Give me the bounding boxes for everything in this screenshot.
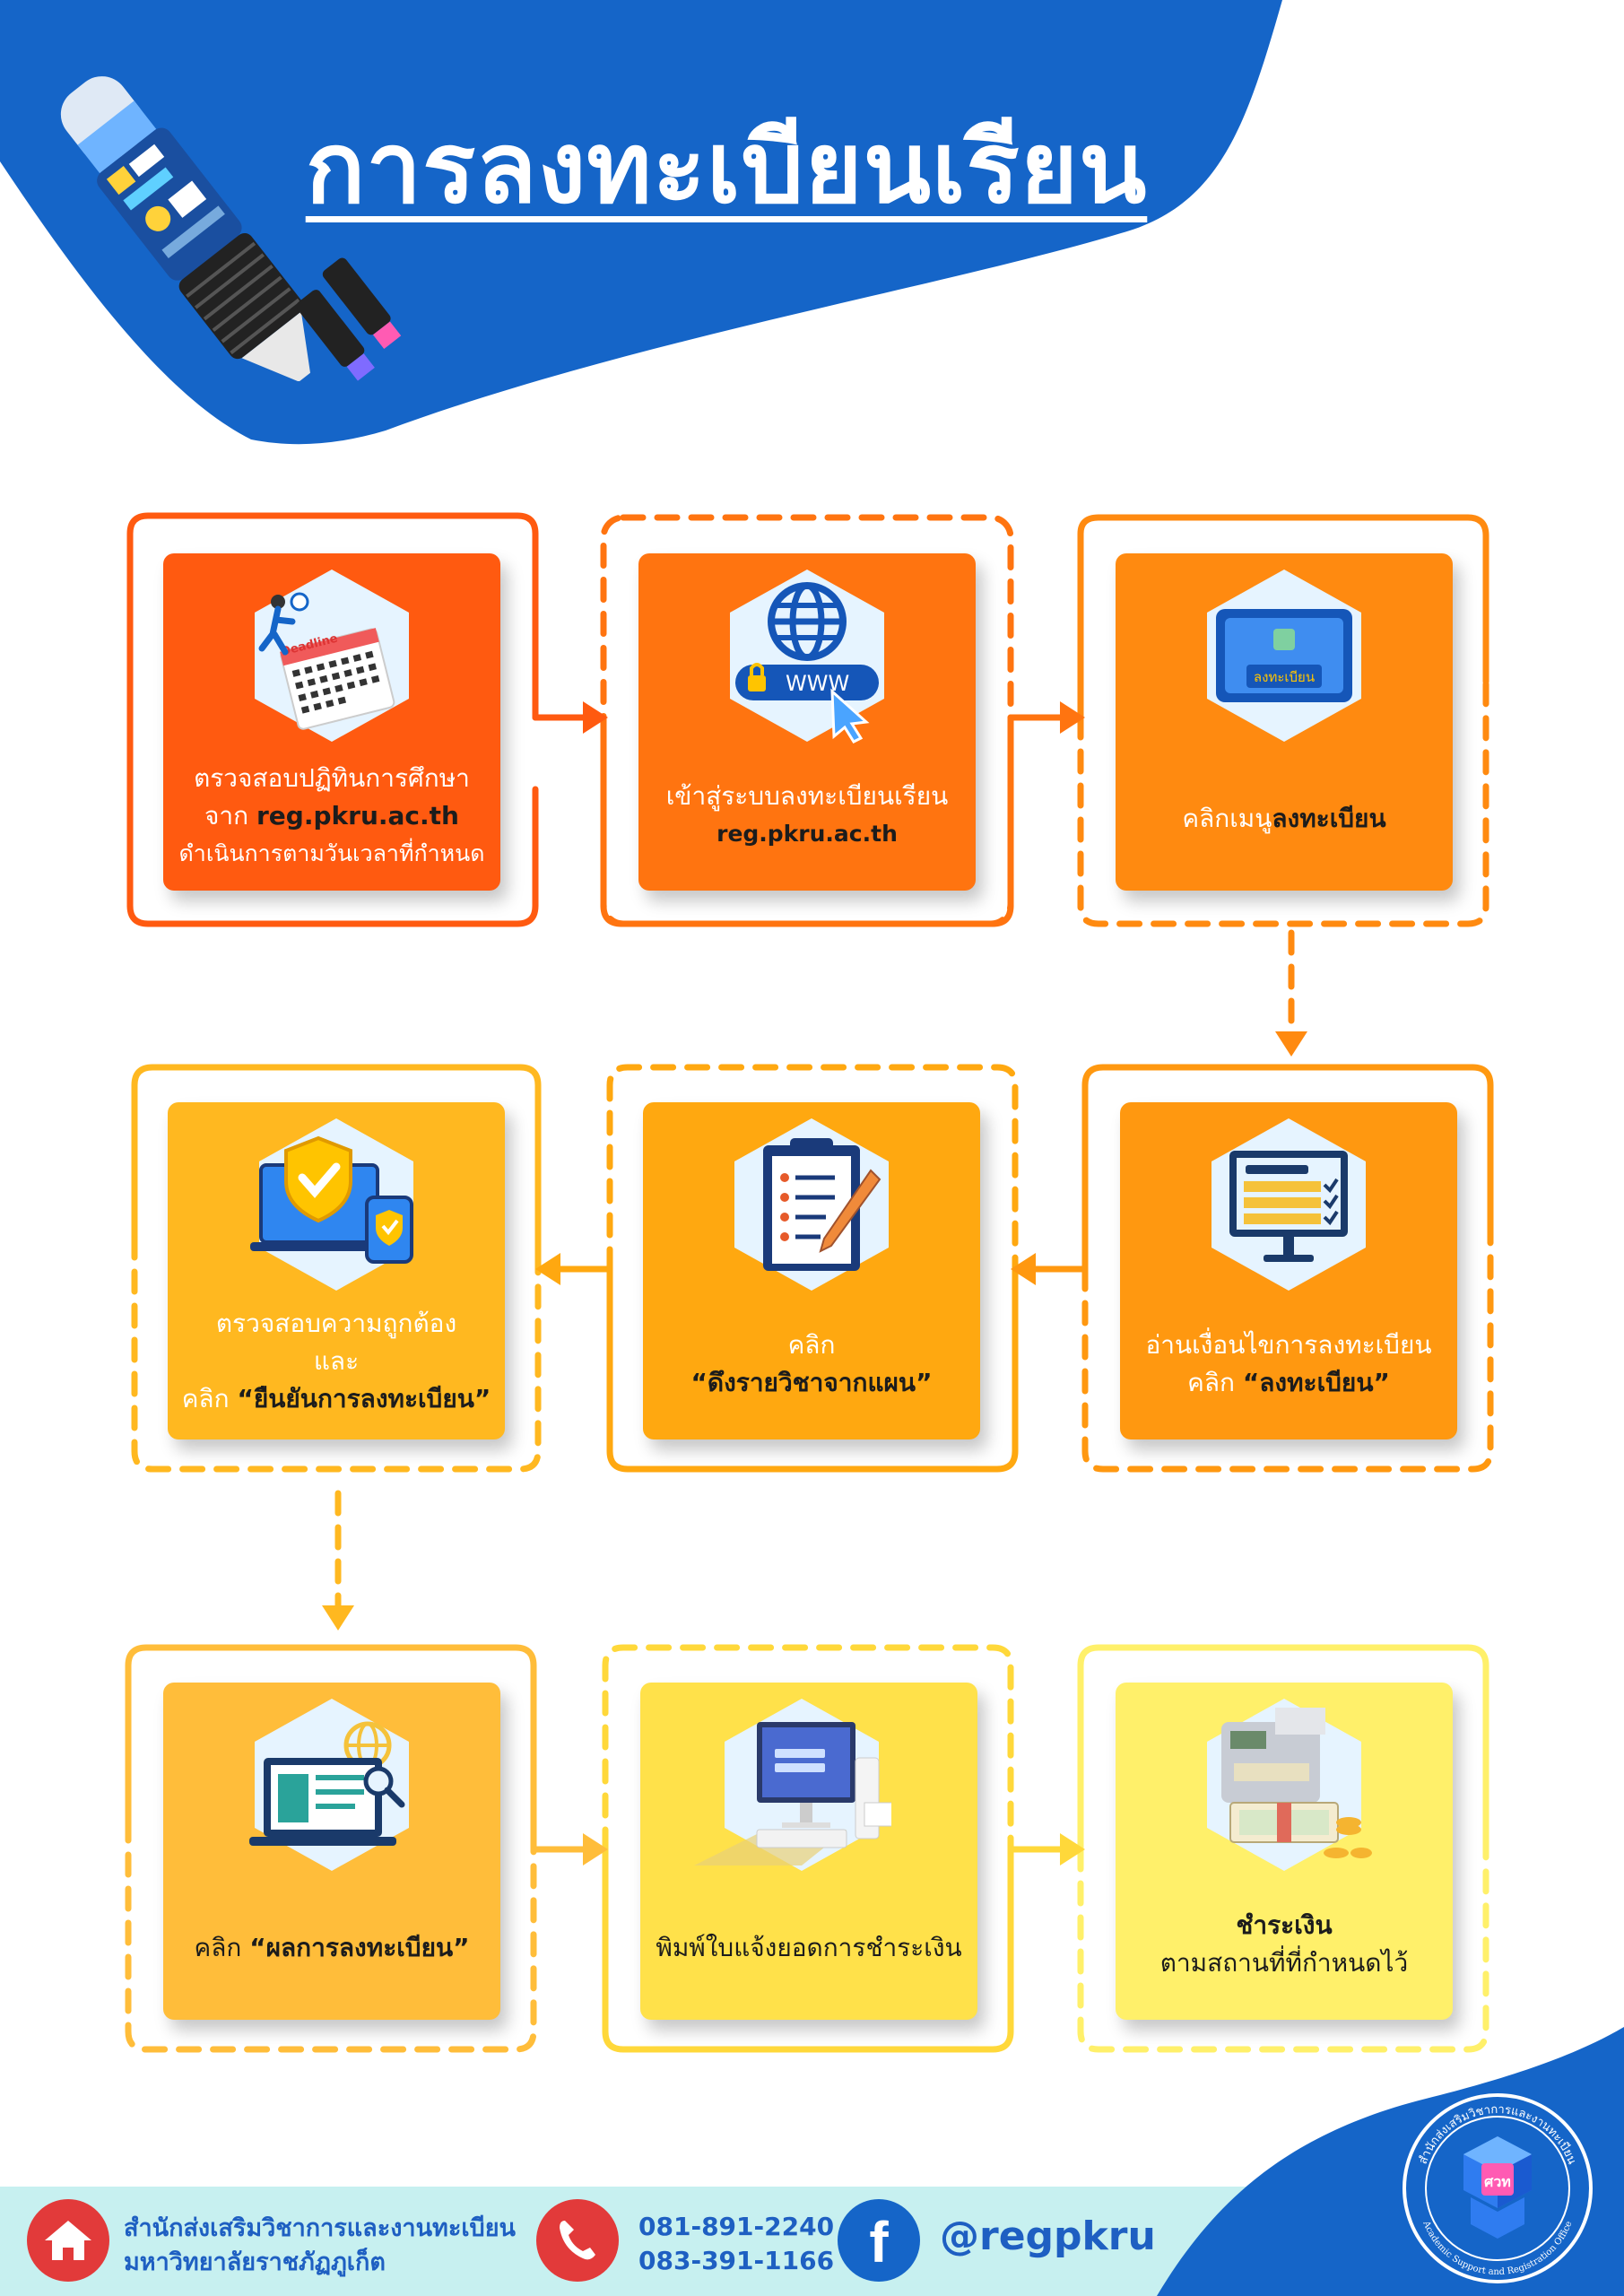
step-4-card: อ่านเงื่อนไขการลงทะเบียน คลิก “ลงทะเบียน…: [1120, 1102, 1457, 1439]
money-counter-icon: [1207, 1699, 1372, 1871]
step-6-line3a: คลิก: [181, 1384, 238, 1413]
phone-number-1[interactable]: 081-891-2240: [638, 2212, 835, 2241]
step-5-card: คลิก “ดึงรายวิชาจากแผน”: [643, 1102, 980, 1439]
facebook-icon[interactable]: f: [838, 2199, 920, 2282]
logo-mark: ศวท: [1484, 2173, 1511, 2190]
step-2-url: reg.pkru.ac.th: [716, 821, 898, 847]
step-1-card: Deadline ตรวจสอบปฏิทินการศึกษา จาก reg.p…: [163, 553, 500, 891]
shield-check-devices-icon: [250, 1118, 413, 1291]
laptop-search-icon: [249, 1699, 409, 1871]
step-6-card: ตรวจสอบความถูกต้อง และ คลิก “ยืนยันการลง…: [168, 1102, 505, 1439]
facebook-handle[interactable]: @regpkru: [940, 2213, 1156, 2259]
step-1-url: reg.pkru.ac.th: [256, 801, 459, 831]
www-label: WWW: [786, 671, 849, 696]
university-name: มหาวิทยาลัยราชภัฏภูเก็ต: [124, 2248, 386, 2276]
register-screen-icon: ลงทะเบียน: [1207, 570, 1361, 742]
checklist-monitor-icon: [1211, 1118, 1366, 1291]
step-9-card: ชำระเงิน ตามสถานที่ที่กำหนดไว้: [1116, 1683, 1453, 2020]
step-9-line1: ชำระเงิน: [1236, 1910, 1333, 1940]
step-6-line2: และ: [313, 1346, 360, 1376]
step-4-line1: อ่านเงื่อนไขการลงทะเบียน: [1145, 1330, 1432, 1360]
phone-number-2[interactable]: 083-391-1166: [638, 2246, 835, 2275]
clipboard-pen-icon: [734, 1118, 889, 1291]
step-2-card: WWW เข้าสู่ระบบลงทะเบียนเรียน reg.pkru.a…: [638, 553, 976, 891]
step-1-line3: ดำเนินการตามวันเวลาที่กำหนด: [178, 840, 485, 866]
step-7-card: คลิก “ผลการลงทะเบียน”: [163, 1683, 500, 2020]
pen-tools-icon: [60, 76, 402, 381]
step-8-line1: พิมพ์ใบแจ้งยอดการชำระเงิน: [656, 1933, 962, 1962]
flow-frames: [125, 512, 1494, 2053]
step-3-card: ลงทะเบียน คลิกเมนูลงทะเบียน: [1116, 553, 1453, 891]
step-4-line2a: คลิก: [1187, 1368, 1243, 1397]
step-5-line2: “ดึงรายวิชาจากแผน”: [690, 1368, 933, 1397]
step-9-line2: ตามสถานที่ที่กำหนดไว้: [1159, 1948, 1409, 1978]
step-7-line1a: คลิก: [194, 1933, 250, 1962]
step-3-line1a: คลิกเมนู: [1182, 804, 1272, 833]
office-logo: สำนักส่งเสริมวิชาการและงานทะเบียน Academ…: [1403, 2093, 1593, 2283]
step-1-line1: ตรวจสอบปฏิทินการศึกษา: [194, 763, 470, 793]
step-7-line1b: “ผลการลงทะเบียน”: [249, 1933, 470, 1962]
www-globe-icon: WWW: [730, 570, 884, 744]
step-3-line1b: ลงทะเบียน: [1272, 804, 1386, 833]
register-screen-label: ลงทะเบียน: [1254, 669, 1315, 685]
office-name: สำนักส่งเสริมวิชาการและงานทะเบียน: [124, 2214, 516, 2242]
calendar-deadline-icon: Deadline: [255, 570, 409, 742]
computer-printer-icon: [694, 1699, 891, 1871]
step-5-line1: คลิก: [787, 1330, 836, 1360]
step-6-line3b: “ยืนยันการลงทะเบียน”: [237, 1384, 491, 1413]
page-title: การลงทะเบียนเรียน: [305, 110, 1148, 225]
step-4-line2b: “ลงทะเบียน”: [1242, 1368, 1390, 1397]
step-2-line1: เข้าสู่ระบบลงทะเบียนเรียน: [665, 781, 949, 811]
phone-icon[interactable]: [536, 2199, 619, 2282]
step-8-card: พิมพ์ใบแจ้งยอดการชำระเงิน: [640, 1683, 977, 2020]
step-6-line1: ตรวจสอบความถูกต้อง: [215, 1309, 457, 1338]
step-1-line2a: จาก: [204, 801, 256, 831]
home-icon[interactable]: [27, 2199, 109, 2282]
